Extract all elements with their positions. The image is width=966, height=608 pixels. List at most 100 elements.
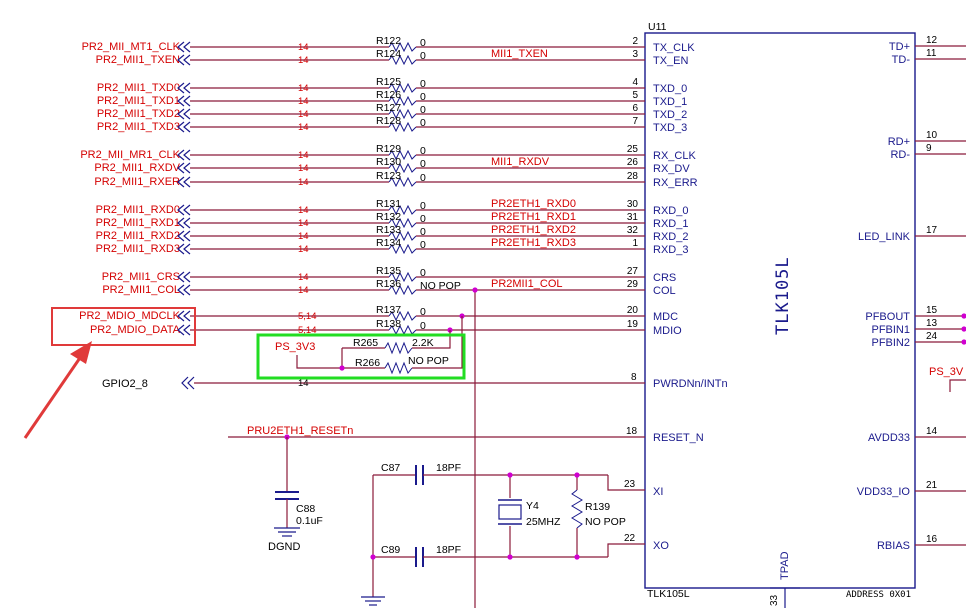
- junction-pullup: [339, 365, 345, 371]
- resistor-body: [388, 271, 417, 283]
- right-row-rd-: RD-9: [890, 143, 966, 161]
- net-label: PR2_MII_MT1_CLK: [82, 41, 181, 53]
- right-supply-label: PS_3V: [929, 366, 964, 378]
- sheet-ref: 14: [298, 122, 309, 133]
- pin-number: 11: [926, 48, 937, 59]
- pin-name: RBIAS: [877, 540, 910, 552]
- right-row-td-: TD+12: [889, 35, 966, 53]
- pin-number: 19: [627, 319, 639, 330]
- resistor-body: [388, 176, 417, 188]
- net-label: PR2_MDIO_MDCLK: [79, 310, 181, 322]
- offpage-arrow-b: [183, 41, 191, 53]
- right-row-rd-: RD+10: [888, 130, 966, 148]
- resistor-value: 0: [420, 145, 426, 157]
- pin-name: PFBIN2: [871, 337, 910, 349]
- pin-name: RXD_3: [653, 244, 688, 256]
- offpage-arrow-b: [183, 217, 191, 229]
- offpage-arrow-a: [177, 310, 185, 322]
- resistor-ref: R123: [376, 170, 401, 182]
- xo-pin-number: 22: [624, 533, 636, 544]
- resistor-ref: R125: [376, 76, 401, 88]
- resistor-body: [388, 324, 417, 336]
- net-label: PR2_MII1_RXDV: [94, 162, 180, 174]
- resistor-value: 0: [420, 226, 426, 238]
- resistor-value: 0: [420, 200, 426, 212]
- resistor-value: 0: [420, 117, 426, 129]
- tpad-pin-number: 33: [769, 594, 780, 606]
- chip-part-vertical: TLK105L: [773, 256, 793, 335]
- gpio-offpage-a: [181, 376, 189, 390]
- pin-name: CRS: [653, 272, 676, 284]
- sheet-ref: 14: [298, 83, 309, 94]
- offpage-arrow-b: [183, 95, 191, 107]
- resistor-body: [388, 54, 417, 66]
- resistor-value: 0: [420, 158, 426, 170]
- pin-number: 26: [627, 157, 639, 168]
- resistor-value: 0: [420, 267, 426, 279]
- resistor-body: [388, 121, 417, 133]
- offpage-arrow-a: [177, 162, 185, 174]
- resistor-ref: R126: [376, 89, 401, 101]
- resistor-ref: R124: [376, 48, 401, 60]
- offpage-arrow-a: [177, 243, 185, 255]
- pin-name: COL: [653, 285, 676, 297]
- c89-value: 18PF: [436, 544, 461, 556]
- pin-name: RX_DV: [653, 163, 690, 175]
- xi-pin-name: XI: [653, 486, 663, 498]
- net-label: PR2_MII1_TXD2: [97, 108, 180, 120]
- pin-name: TXD_3: [653, 122, 687, 134]
- pullup-supply-wire: [296, 355, 342, 369]
- net-label: PR2_MII1_COL: [102, 284, 180, 296]
- resistor-value: 0: [420, 213, 426, 225]
- net-label: PR2_MII1_TXD0: [97, 82, 180, 94]
- pin-number: 27: [627, 266, 639, 277]
- pin-junction: [961, 313, 966, 319]
- net-label: PR2_MII1_RXER: [94, 176, 180, 188]
- pin-name: TX_CLK: [653, 42, 695, 54]
- resistor-ref: R134: [376, 237, 401, 249]
- pin-number: 1: [632, 238, 638, 249]
- pin-name: RXD_0: [653, 205, 688, 217]
- pin-number: 7: [632, 116, 638, 127]
- resistor-ref: R133: [376, 224, 401, 236]
- offpage-arrow-b: [183, 121, 191, 133]
- resistor-ref: R132: [376, 211, 401, 223]
- offpage-arrow-b: [183, 310, 191, 322]
- pin-number: 15: [926, 305, 938, 316]
- sheet-ref: 14: [298, 150, 309, 161]
- pin-junction: [961, 326, 966, 332]
- pin-junction: [961, 339, 966, 345]
- resistor-body: [388, 41, 417, 53]
- junction-r139-top: [574, 472, 580, 478]
- net-label: PR2_MII1_TXD1: [97, 95, 180, 107]
- pin-name: RD+: [888, 136, 910, 148]
- sheet-ref: 14: [298, 285, 309, 296]
- mid-net-label: PR2ETH1_RXD1: [491, 211, 576, 223]
- pin-number: 4: [632, 77, 638, 88]
- right-row-td-: TD- 11: [892, 48, 966, 66]
- sheet-ref: 14: [298, 177, 309, 188]
- sheet-ref: 14: [298, 231, 309, 242]
- pin-number: 5: [632, 90, 638, 101]
- pin-name: TD-: [892, 54, 911, 66]
- xo-wire: [607, 543, 645, 557]
- pin-name: AVDD33: [868, 432, 910, 444]
- net-label: PR2_MDIO_DATA: [90, 324, 181, 336]
- offpage-arrow-a: [177, 217, 185, 229]
- gpio-offpage-b: [187, 376, 195, 390]
- sheet-ref: 14: [298, 42, 309, 53]
- pin-name: MDC: [653, 311, 678, 323]
- y4-ref: Y4: [526, 500, 539, 512]
- r265-body: [384, 341, 413, 355]
- offpage-arrow-a: [177, 54, 185, 66]
- resistor-body: [388, 149, 417, 161]
- resistor-value: 0: [420, 320, 426, 332]
- chip-part-bottom: TLK105L: [647, 588, 690, 600]
